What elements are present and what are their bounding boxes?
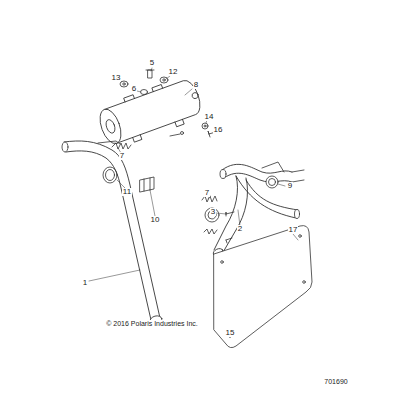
gasket [266, 176, 278, 188]
callout-number: 16 [213, 126, 224, 134]
callout-number: 14 [204, 113, 215, 121]
note-text: © 2016 Polaris Industries Inc. [105, 320, 199, 327]
callout-number: 11 [122, 188, 132, 196]
exhaust-pipe [62, 141, 163, 325]
note-text: 701690 [323, 378, 348, 385]
heat-shield [214, 226, 312, 348]
muffler [95, 74, 206, 151]
callout-number: 7 [204, 189, 210, 197]
callout-number: 12 [168, 68, 179, 76]
callout-number: 15 [225, 329, 236, 337]
fastener [226, 238, 232, 243]
callout-number: 1 [82, 279, 88, 287]
spring [112, 143, 131, 149]
callout-number: 2 [237, 225, 243, 233]
callout-number: 13 [111, 74, 122, 82]
callout-number: 5 [149, 59, 155, 67]
leader-lines [89, 68, 298, 281]
callout-number: 10 [150, 216, 161, 224]
spring [204, 229, 217, 234]
bolt [226, 212, 234, 216]
callout-number: 17 [288, 226, 299, 234]
callout-number: 9 [287, 182, 293, 190]
hardware [120, 70, 219, 137]
callout-number: 6 [131, 85, 137, 93]
callout-number: 8 [193, 81, 199, 89]
callout-number: 7 [119, 152, 125, 160]
callout-number: 3 [210, 208, 216, 216]
gasket [205, 208, 219, 222]
bracket [140, 177, 154, 192]
